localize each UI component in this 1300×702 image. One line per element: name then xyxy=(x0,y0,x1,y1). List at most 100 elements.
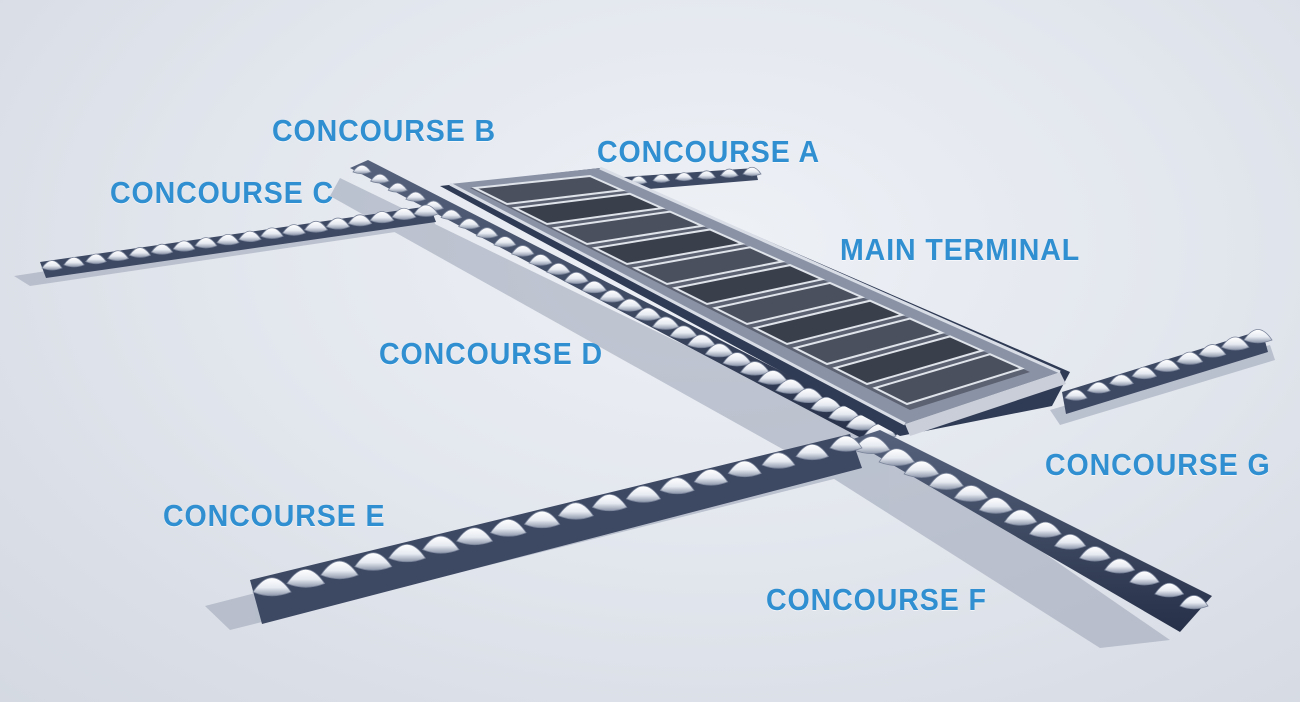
concourse-a-shell xyxy=(674,172,694,182)
concourse-d-shell xyxy=(563,271,589,285)
concourse-c-shell xyxy=(216,233,240,246)
main-terminal-roof-bay xyxy=(752,299,906,346)
concourse-e-shell xyxy=(354,552,393,571)
concourse-g-shell xyxy=(1131,366,1157,380)
concourse-c-label: CONCOURSE C xyxy=(110,175,335,210)
concourse-g-structure xyxy=(1062,329,1273,414)
concourse-e-shell xyxy=(659,477,695,495)
main-terminal-roof-bay xyxy=(832,335,985,386)
concourse-e-shell xyxy=(795,443,830,461)
concourse-g-shell xyxy=(1198,344,1227,358)
concourse-e-shell xyxy=(591,493,628,512)
concourse-e-shell xyxy=(523,510,561,529)
concourse-g-shell xyxy=(1086,381,1111,394)
concourse-g-label: CONCOURSE G xyxy=(1045,447,1271,482)
concourse-d-shell xyxy=(387,182,408,193)
main-terminal-roof-bay xyxy=(471,174,626,206)
concourse-d-shell xyxy=(510,245,535,257)
concourse-d-shell xyxy=(458,218,481,230)
concourse-g-shell xyxy=(1109,374,1134,387)
concourse-c-shell xyxy=(107,250,129,261)
concourse-a-label: CONCOURSE A xyxy=(597,134,820,169)
concourse-f-shell xyxy=(1104,558,1136,574)
concourse-e-shell xyxy=(252,577,292,597)
concourse-d-shell xyxy=(440,209,463,220)
concourse-e-structure xyxy=(250,434,863,624)
main-terminal-roof-bay xyxy=(551,210,706,246)
concourse-b-label: CONCOURSE B xyxy=(272,113,497,148)
main-terminal-roof-bay xyxy=(872,353,1025,406)
concourse-c-shell xyxy=(347,214,373,227)
concourse-f-shell xyxy=(1079,546,1111,562)
concourse-e-shell xyxy=(727,460,762,478)
concourse-d-shell xyxy=(528,254,553,266)
concourse-f-label: CONCOURSE F xyxy=(766,582,987,617)
concourse-f-shell xyxy=(1129,570,1160,586)
concourse-e-shell xyxy=(829,435,863,452)
concourse-a-shell xyxy=(697,170,716,180)
concourse-d-shell xyxy=(581,280,607,294)
concourse-a-shell xyxy=(742,166,762,177)
concourse-e-shell xyxy=(761,452,796,469)
main-terminal-roof-bay xyxy=(671,264,826,306)
concourse-f-shell xyxy=(1003,509,1038,526)
concourse-e-shell xyxy=(388,544,426,563)
concourse-f-shell xyxy=(978,497,1013,514)
concourse-d-shell xyxy=(634,307,662,321)
concourse-c-shell xyxy=(260,227,284,239)
concourse-c-shell xyxy=(85,253,107,265)
concourse-e-label: CONCOURSE E xyxy=(163,498,386,533)
concourse-e-shell xyxy=(557,502,594,520)
main-terminal-roof-bay xyxy=(591,228,746,266)
concourse-f-shell xyxy=(878,448,916,466)
concourse-c-shell xyxy=(325,217,351,230)
concourse-c-shell xyxy=(413,204,439,217)
concourse-g-shell xyxy=(1176,351,1204,365)
concourse-f-shell xyxy=(1028,521,1062,538)
concourse-d-shell xyxy=(546,263,571,275)
concourse-f-structure xyxy=(850,430,1212,632)
concourse-c-shell xyxy=(303,220,329,233)
concourse-g-shell xyxy=(1243,329,1273,344)
main-terminal-label: MAIN TERMINAL xyxy=(840,232,1081,267)
main-terminal-structure xyxy=(440,166,1070,436)
concourse-f-shell xyxy=(928,472,964,490)
concourse-g-shell xyxy=(1221,336,1250,351)
concourse-f-shell xyxy=(1179,595,1209,610)
concourse-f-shell xyxy=(1054,533,1087,550)
concourse-c-shell xyxy=(128,247,152,258)
concourse-f-shell xyxy=(853,436,891,454)
concourse-a-shell xyxy=(652,174,671,183)
concourse-c-shell xyxy=(172,240,196,252)
main-terminal-roof-bay xyxy=(712,281,866,326)
concourse-e-shell xyxy=(286,569,326,588)
concourse-f-shell xyxy=(953,485,989,502)
concourse-e-shell xyxy=(693,468,729,486)
concourse-c-shell xyxy=(238,230,262,243)
concourse-d-shell xyxy=(370,173,390,184)
main-terminal-roof-bay xyxy=(792,317,945,366)
concourse-c-structure xyxy=(40,204,439,278)
concourse-d-shell xyxy=(352,164,372,175)
concourse-d-shell xyxy=(405,191,426,202)
concourse-e-shell xyxy=(422,535,460,554)
concourse-c-shell xyxy=(194,237,218,249)
concourse-g-shell xyxy=(1064,389,1088,401)
concourse-f-shell xyxy=(903,460,940,478)
concourse-a-structure xyxy=(607,166,762,192)
concourse-d-shell xyxy=(493,236,517,248)
main-terminal-roof-bay xyxy=(511,192,666,226)
concourse-g-shell xyxy=(1153,359,1181,372)
concourse-e-shell xyxy=(625,485,662,503)
main-terminal-roof-bay xyxy=(631,246,786,286)
concourse-e-shell xyxy=(456,527,494,546)
concourse-d-shell xyxy=(475,227,499,239)
concourse-c-shell xyxy=(63,256,85,268)
concourse-d-label: CONCOURSE D xyxy=(379,336,604,371)
concourse-a-shell xyxy=(719,168,739,178)
concourse-e-shell xyxy=(320,560,359,580)
concourse-c-shell xyxy=(41,260,63,271)
concourse-e-shell xyxy=(489,518,527,537)
